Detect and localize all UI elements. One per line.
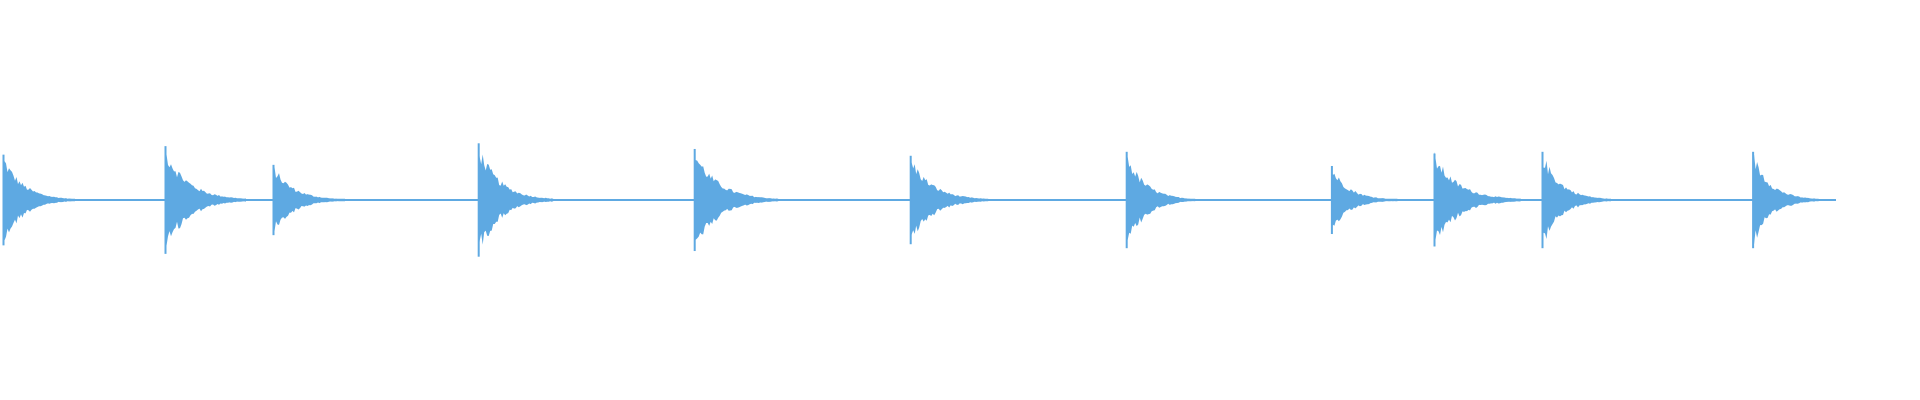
waveform-track xyxy=(2,143,1836,257)
waveform-onset-4 xyxy=(478,146,554,255)
waveform-onset-2 xyxy=(165,149,246,252)
waveform-onset-6 xyxy=(910,159,989,240)
waveform-transient-4 xyxy=(477,143,480,257)
waveform-transient-10 xyxy=(1541,151,1544,249)
waveform-transient-3 xyxy=(272,164,275,236)
waveform-transient-11 xyxy=(1752,151,1755,249)
waveform-transient-9 xyxy=(1433,153,1436,247)
waveform-onset-8 xyxy=(1331,169,1398,229)
waveform-onset-3 xyxy=(273,167,345,232)
waveform-transient-7 xyxy=(1125,151,1128,249)
waveform-transient-2 xyxy=(164,146,167,254)
waveform-onset-7 xyxy=(1126,157,1196,240)
waveform-transient-6 xyxy=(909,155,912,245)
waveform-onset-11 xyxy=(1752,154,1819,246)
waveform-transient-5 xyxy=(693,148,696,252)
waveform-transient-1 xyxy=(2,154,5,246)
waveform-onset-9 xyxy=(1434,152,1521,247)
waveform-transient-8 xyxy=(1330,165,1333,235)
waveform-onset-10 xyxy=(1542,159,1611,241)
waveform-onset-5 xyxy=(694,158,779,240)
waveform-onset-1 xyxy=(3,157,75,241)
